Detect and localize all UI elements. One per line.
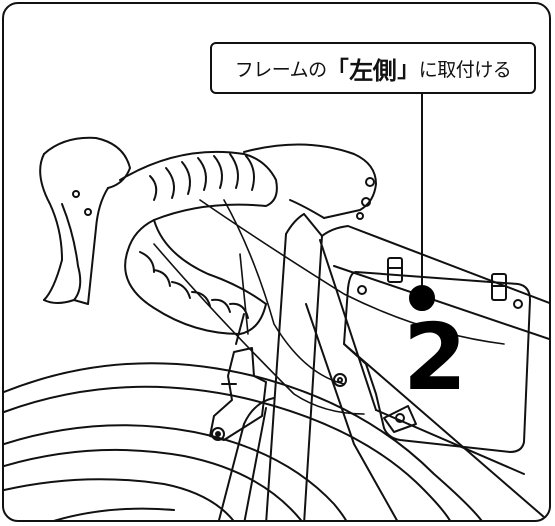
- cables: [153, 199, 505, 415]
- callout-emphasis: 左側: [349, 56, 397, 85]
- frame-plate: [333, 257, 531, 453]
- frame-tubes: [305, 225, 549, 520]
- bicycle-frame-illustration: [4, 91, 549, 520]
- brake-caliper: [209, 313, 267, 441]
- handlebar: [119, 150, 278, 335]
- callout-suffix: に取付ける: [418, 58, 512, 81]
- callout-close-bracket: 」: [397, 58, 419, 83]
- plate-number: 2: [403, 304, 468, 411]
- callout-open-bracket: 「: [326, 58, 349, 83]
- instruction-callout: フレームの「左側」に取付ける: [210, 42, 536, 94]
- filled-circle-icon: [409, 285, 435, 311]
- shift-lever: [39, 136, 131, 305]
- head-tube-and-fork: [218, 213, 323, 520]
- stem: [243, 143, 377, 220]
- callout-prefix: フレームの: [234, 58, 327, 81]
- illustration-frame: フレームの「左側」に取付ける 2: [2, 2, 551, 522]
